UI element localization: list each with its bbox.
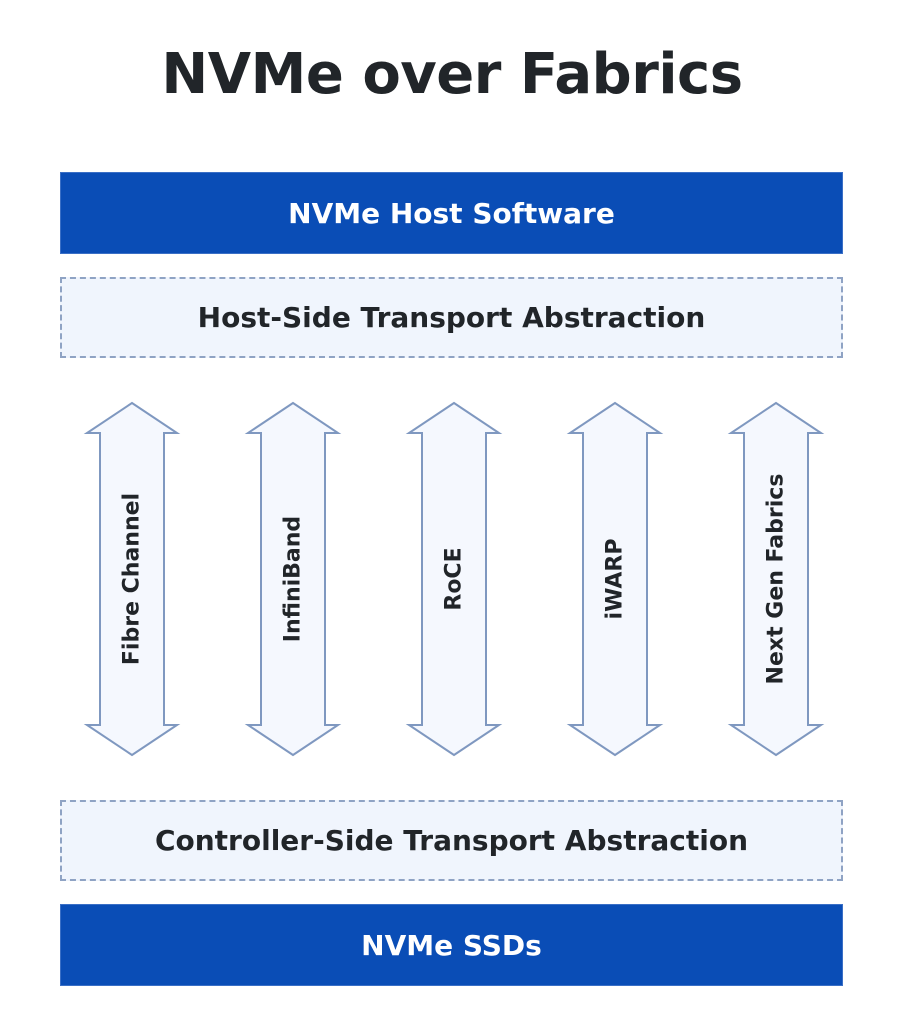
double-arrow-icon bbox=[727, 401, 825, 757]
fabric-label: Fibre Channel bbox=[120, 493, 145, 665]
controller-side-transport-layer: Controller-Side Transport Abstraction bbox=[60, 800, 843, 881]
host-side-transport-layer: Host-Side Transport Abstraction bbox=[60, 277, 843, 358]
fabric-arrow: RoCE bbox=[405, 401, 503, 757]
double-arrow-icon bbox=[566, 401, 664, 757]
double-arrow-icon bbox=[83, 401, 181, 757]
fabric-label: RoCE bbox=[442, 547, 467, 610]
nvme-host-software-layer: NVMe Host Software bbox=[60, 172, 843, 254]
nvme-ssds-layer: NVMe SSDs bbox=[60, 904, 843, 986]
nvme-ssds-label: NVMe SSDs bbox=[361, 928, 542, 962]
nvme-host-software-label: NVMe Host Software bbox=[288, 196, 615, 230]
double-arrow-icon bbox=[244, 401, 342, 757]
fabric-arrow: iWARP bbox=[566, 401, 664, 757]
fabric-arrow: Next Gen Fabrics bbox=[727, 401, 825, 757]
controller-side-transport-label: Controller-Side Transport Abstraction bbox=[154, 824, 749, 857]
host-side-transport-label: Host-Side Transport Abstraction bbox=[197, 301, 706, 334]
double-arrow-icon bbox=[405, 401, 503, 757]
fabric-arrow: InfiniBand bbox=[244, 401, 342, 757]
fabric-label: iWARP bbox=[603, 539, 628, 620]
page-title: NVMe over Fabrics bbox=[161, 42, 743, 107]
fabric-arrow: Fibre Channel bbox=[83, 401, 181, 757]
fabric-label: InfiniBand bbox=[281, 516, 306, 642]
fabric-label: Next Gen Fabrics bbox=[764, 474, 789, 685]
